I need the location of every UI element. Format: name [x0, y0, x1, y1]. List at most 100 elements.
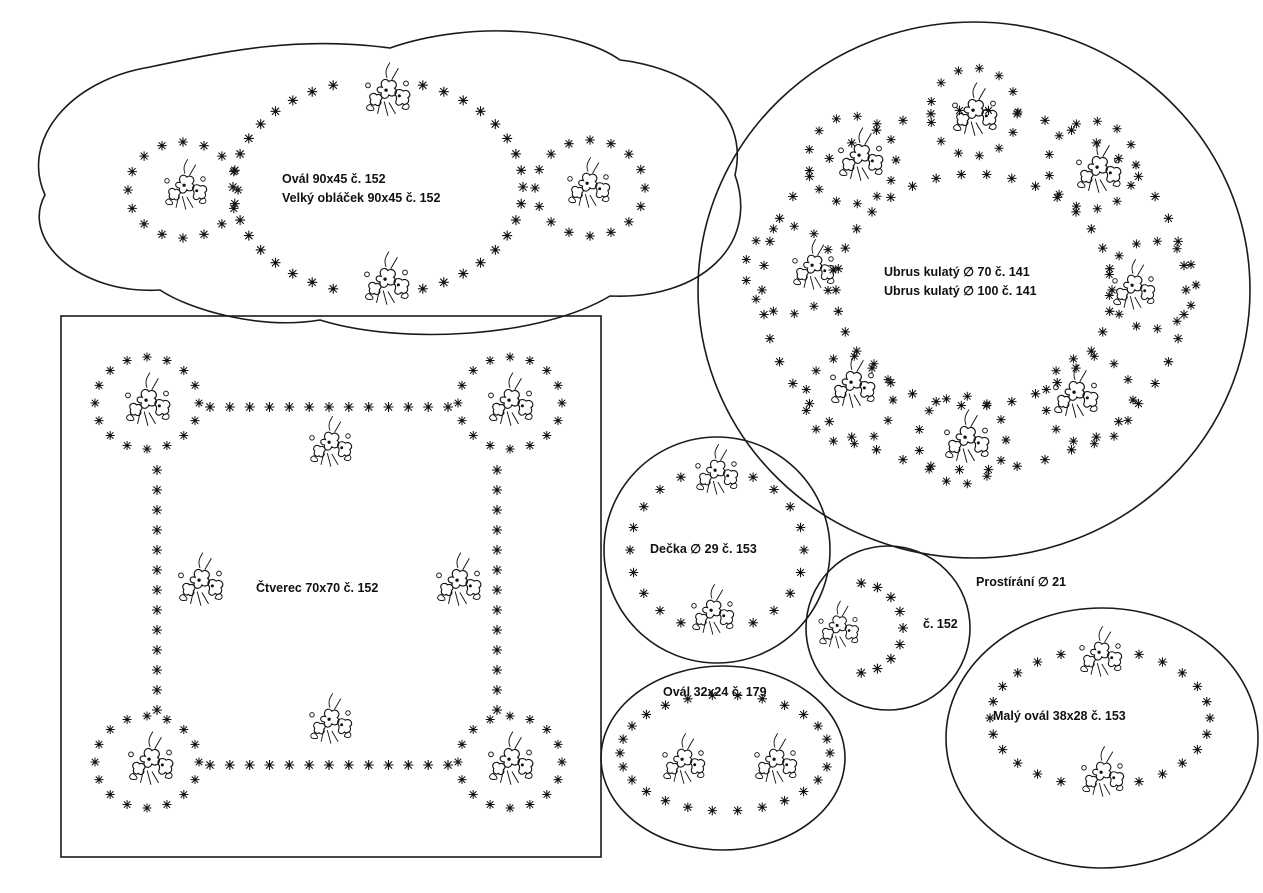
flower-icon [541, 789, 552, 800]
flower-icon [1113, 416, 1124, 427]
flower-icon [1123, 415, 1133, 426]
flower-icon [1104, 269, 1115, 280]
flower-icon [1008, 127, 1018, 138]
flower-icon [756, 284, 768, 296]
flower-icon [327, 283, 339, 295]
flower-icon [747, 617, 759, 629]
flower-icon [626, 774, 638, 786]
flower-icon [831, 196, 842, 207]
flower-icon [457, 774, 467, 785]
flower-icon [474, 257, 487, 269]
flower-icon [156, 140, 168, 151]
flower-icon [468, 724, 479, 735]
flower-icon [1054, 130, 1065, 141]
flower-icon [1051, 424, 1062, 435]
flower-icon [1114, 250, 1125, 261]
flower-icon [779, 795, 790, 806]
flower-icon [824, 747, 836, 759]
flower-icon [623, 216, 635, 228]
round-70-label: Ubrus kulatý ∅ 70 č. 141 [884, 265, 1030, 279]
flower-icon [1055, 649, 1067, 660]
flower-icon [533, 201, 545, 212]
bouquet-icon [364, 251, 410, 306]
flower-icon [1123, 374, 1133, 385]
flower-icon [872, 191, 882, 202]
flower-icon [491, 664, 503, 676]
flower-icon [243, 230, 255, 242]
flower-icon [269, 105, 282, 117]
flower-icon [1177, 757, 1188, 769]
flower-icon [178, 789, 189, 800]
flower-icon [90, 757, 100, 767]
flower-icon [138, 150, 150, 162]
flower-icon [1032, 656, 1043, 668]
flower-icon [303, 401, 315, 413]
flower-icon [1039, 454, 1051, 465]
flower-icon [501, 230, 513, 242]
small-oval-label: Ovál 32x24 č. 179 [663, 685, 767, 699]
flower-icon [1012, 667, 1023, 679]
flower-icon [255, 118, 267, 130]
flower-icon [894, 605, 906, 618]
flower-icon [142, 444, 152, 454]
flower-icon [741, 254, 752, 265]
doily-circle-outline [603, 436, 831, 664]
square-outline [60, 315, 602, 858]
flower-icon [1172, 333, 1184, 344]
flower-icon [1032, 768, 1043, 780]
flower-icon [105, 724, 116, 735]
flower-icon [228, 203, 240, 214]
flower-icon [269, 257, 282, 269]
flower-icon [505, 352, 515, 362]
flower-icon [638, 588, 650, 599]
flower-icon [1133, 776, 1145, 787]
flower-icon [1172, 236, 1184, 247]
flower-icon [732, 805, 743, 816]
flower-icon [660, 700, 671, 711]
flower-icon [751, 235, 762, 246]
flower-icon [623, 148, 635, 160]
flower-icon [457, 94, 469, 106]
flower-icon [883, 374, 893, 385]
flower-icon [1013, 107, 1023, 117]
flower-icon [255, 244, 267, 256]
flower-icon [779, 700, 790, 711]
flower-icon [491, 624, 503, 636]
flower-icon [287, 268, 299, 280]
flower-icon [897, 115, 909, 126]
flower-icon [485, 355, 496, 366]
flower-icon [809, 228, 819, 239]
flower-icon [741, 275, 752, 286]
flower-icon [840, 326, 851, 338]
flower-icon [1112, 196, 1122, 207]
flower-icon [1097, 242, 1108, 254]
flower-icon [453, 757, 463, 767]
flower-icon [885, 653, 897, 665]
flower-icon [638, 501, 650, 512]
flower-icon [515, 164, 527, 176]
flower-icon [654, 605, 666, 616]
flower-icon [105, 430, 116, 441]
flower-icon [94, 774, 104, 785]
flower-icon [553, 774, 563, 785]
flower-icon [811, 424, 822, 435]
flower-icon [1092, 203, 1103, 214]
flower-icon [1112, 123, 1122, 134]
flower-icon [491, 564, 503, 576]
bouquet-icon [178, 552, 224, 607]
flower-icon [343, 759, 355, 771]
flower-icon [198, 140, 210, 151]
flower-icon [1126, 180, 1136, 191]
flower-icon [954, 464, 965, 475]
flower-icon [675, 471, 687, 483]
flower-icon [122, 799, 133, 810]
flower-icon [812, 774, 824, 786]
flower-icon [422, 759, 434, 771]
flower-icon [491, 524, 503, 536]
flower-icon [953, 148, 964, 159]
flower-icon [468, 365, 479, 376]
flower-icon [161, 355, 172, 366]
flower-icon [774, 356, 785, 367]
flower-icon [1066, 444, 1077, 456]
